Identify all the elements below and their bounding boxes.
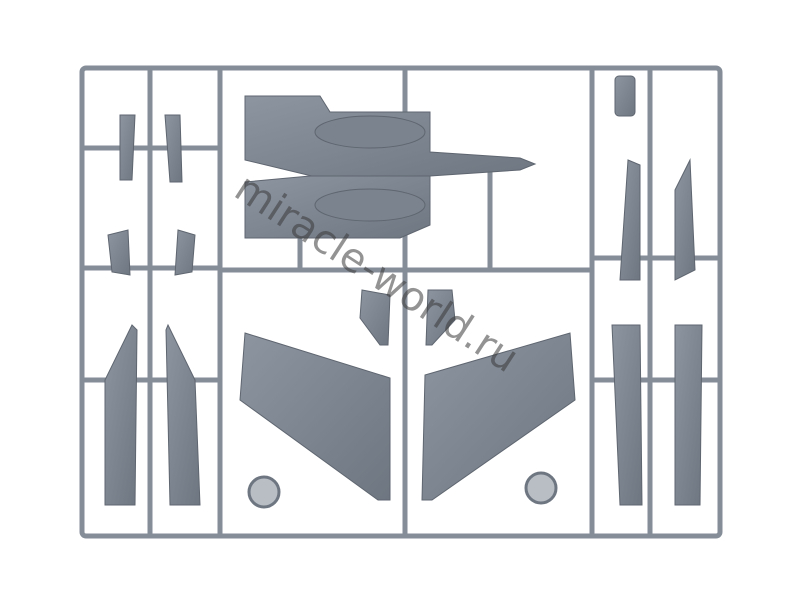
sprue-markers — [247, 471, 558, 509]
fuselage-parts — [244, 95, 537, 239]
runner-frame — [79, 65, 723, 539]
small-parts — [104, 75, 703, 506]
wing-parts — [239, 289, 576, 501]
